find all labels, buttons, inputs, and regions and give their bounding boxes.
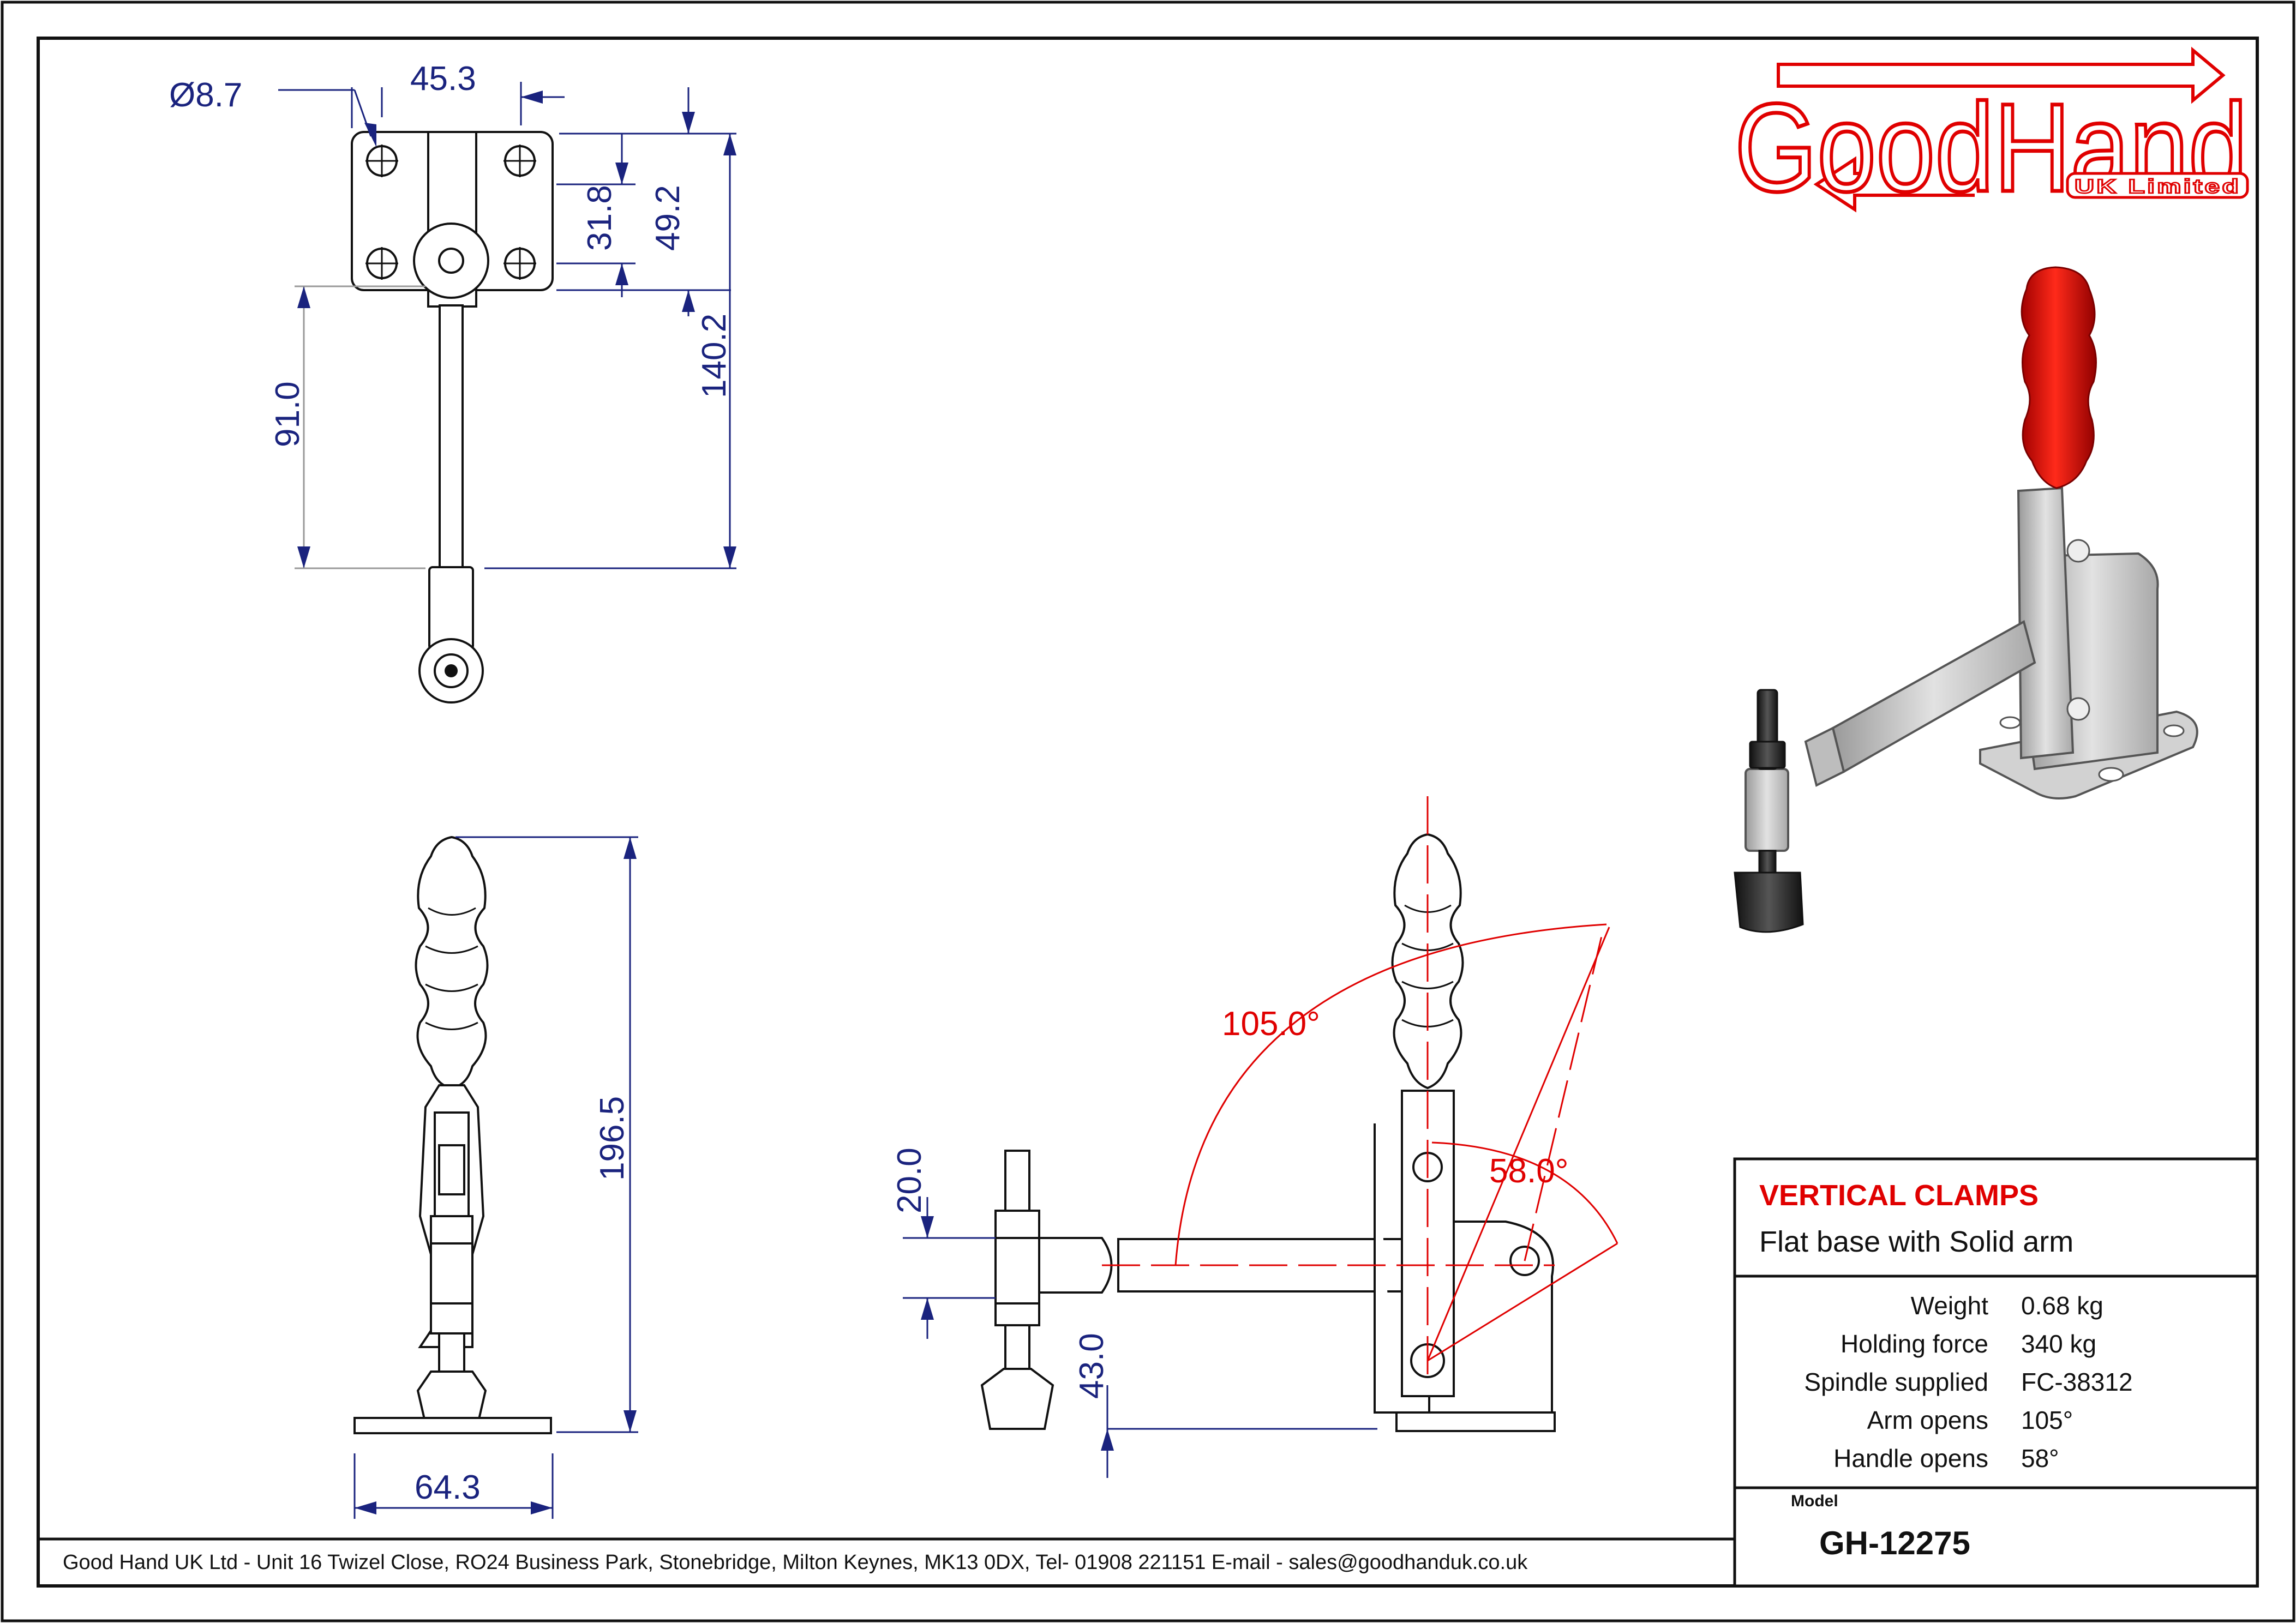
spec-label: Spindle supplied <box>1804 1368 1988 1396</box>
iso-spindle-nut <box>1749 741 1786 769</box>
spec-row: Holding force 340 kg <box>1841 1330 2096 1358</box>
logo-arrow-bottom-icon <box>1813 156 1975 213</box>
top-view-arm <box>439 304 464 568</box>
top-view-spindle-center <box>445 664 458 677</box>
model-label: Model <box>1791 1492 1838 1510</box>
top-view-spindle-block <box>428 566 474 650</box>
spec-value: 0.68 kg <box>2021 1291 2103 1320</box>
spec-value: 340 kg <box>2021 1330 2096 1358</box>
dim-spindle-height: 43.0 <box>1073 1333 1111 1399</box>
spec-value: 58° <box>2021 1444 2059 1472</box>
title-block-frame <box>1733 1157 2259 1588</box>
spec-row: Spindle supplied FC-38312 <box>1804 1368 2132 1396</box>
spec-row: Weight 0.68 kg <box>1911 1291 2103 1320</box>
top-view-dimensions <box>278 82 736 569</box>
spec-table: Weight 0.68 kg Holding force 340 kg Spin… <box>1804 1291 2132 1472</box>
dim-arm-reach: 91.0 <box>269 381 307 447</box>
side-view-dimensions <box>903 1197 1377 1478</box>
dim-base-depth: 49.2 <box>649 185 687 251</box>
side-view-base-plate <box>1395 1411 1556 1432</box>
iso-handle-link <box>2017 486 2075 760</box>
logo-sub-text: UK Limited <box>2075 175 2241 197</box>
dim-base-width-top: 45.3 <box>410 60 476 98</box>
dim-overall-length: 140.2 <box>696 314 733 398</box>
spec-row: Arm opens 105° <box>1867 1406 2073 1434</box>
spec-value: FC-38312 <box>2021 1368 2133 1396</box>
spec-label: Arm opens <box>1867 1406 1988 1434</box>
front-view-base-plate <box>353 1417 552 1434</box>
isometric-render <box>1734 266 2198 933</box>
iso-spindle-holder <box>1745 768 1789 852</box>
spec-row: Handle opens 58° <box>1833 1444 2059 1472</box>
spec-value: 105° <box>2021 1406 2073 1434</box>
side-view-spindle-nut <box>994 1210 1040 1239</box>
title-category: VERTICAL CLAMPS <box>1759 1179 2039 1212</box>
side-view-body <box>1374 1123 1554 1414</box>
logo-sub-box <box>2066 172 2249 199</box>
top-view-knob-center <box>438 248 464 274</box>
footer-address: Good Hand UK Ltd - Unit 16 Twizel Close,… <box>63 1551 1528 1574</box>
dim-height: 196.5 <box>594 1096 631 1181</box>
side-view-arm-end <box>1038 1237 1113 1294</box>
title-description: Flat base with Solid arm <box>1759 1225 2073 1258</box>
front-view-handle-grip <box>415 835 489 1090</box>
inner-border <box>37 37 2259 1588</box>
dim-base-width-front: 64.3 <box>415 1469 481 1506</box>
dim-spindle-thread: 20.0 <box>891 1147 928 1213</box>
goodhand-logo: GoodHand UK Limited <box>1733 46 2250 220</box>
iso-handle-grip <box>2021 266 2097 489</box>
side-view-angles <box>1102 796 1618 1380</box>
title-block <box>1733 1157 2259 1588</box>
side-view <box>980 833 1556 1432</box>
logo-arrow-top-icon <box>1777 46 2226 104</box>
front-view <box>353 835 552 1434</box>
front-view-dimensions <box>353 836 638 1519</box>
spec-label: Handle opens <box>1833 1444 1988 1472</box>
side-view-spindle-thread <box>1004 1150 1030 1212</box>
iso-spindle-tip <box>1734 871 1804 933</box>
side-view-spindle-holder <box>994 1237 1040 1305</box>
side-view-spindle-tip <box>980 1368 1054 1430</box>
model-number: GH-12275 <box>1819 1525 1970 1561</box>
dim-hole-diameter: Ø8.7 <box>169 76 242 114</box>
dim-hole-spacing: 31.8 <box>581 185 619 251</box>
angle-handle-opens: 58.0° <box>1489 1152 1568 1190</box>
spec-label: Holding force <box>1841 1330 1988 1358</box>
spec-label: Weight <box>1911 1291 1989 1320</box>
angle-arm-opens: 105.0° <box>1222 1005 1320 1043</box>
top-view <box>351 131 554 704</box>
